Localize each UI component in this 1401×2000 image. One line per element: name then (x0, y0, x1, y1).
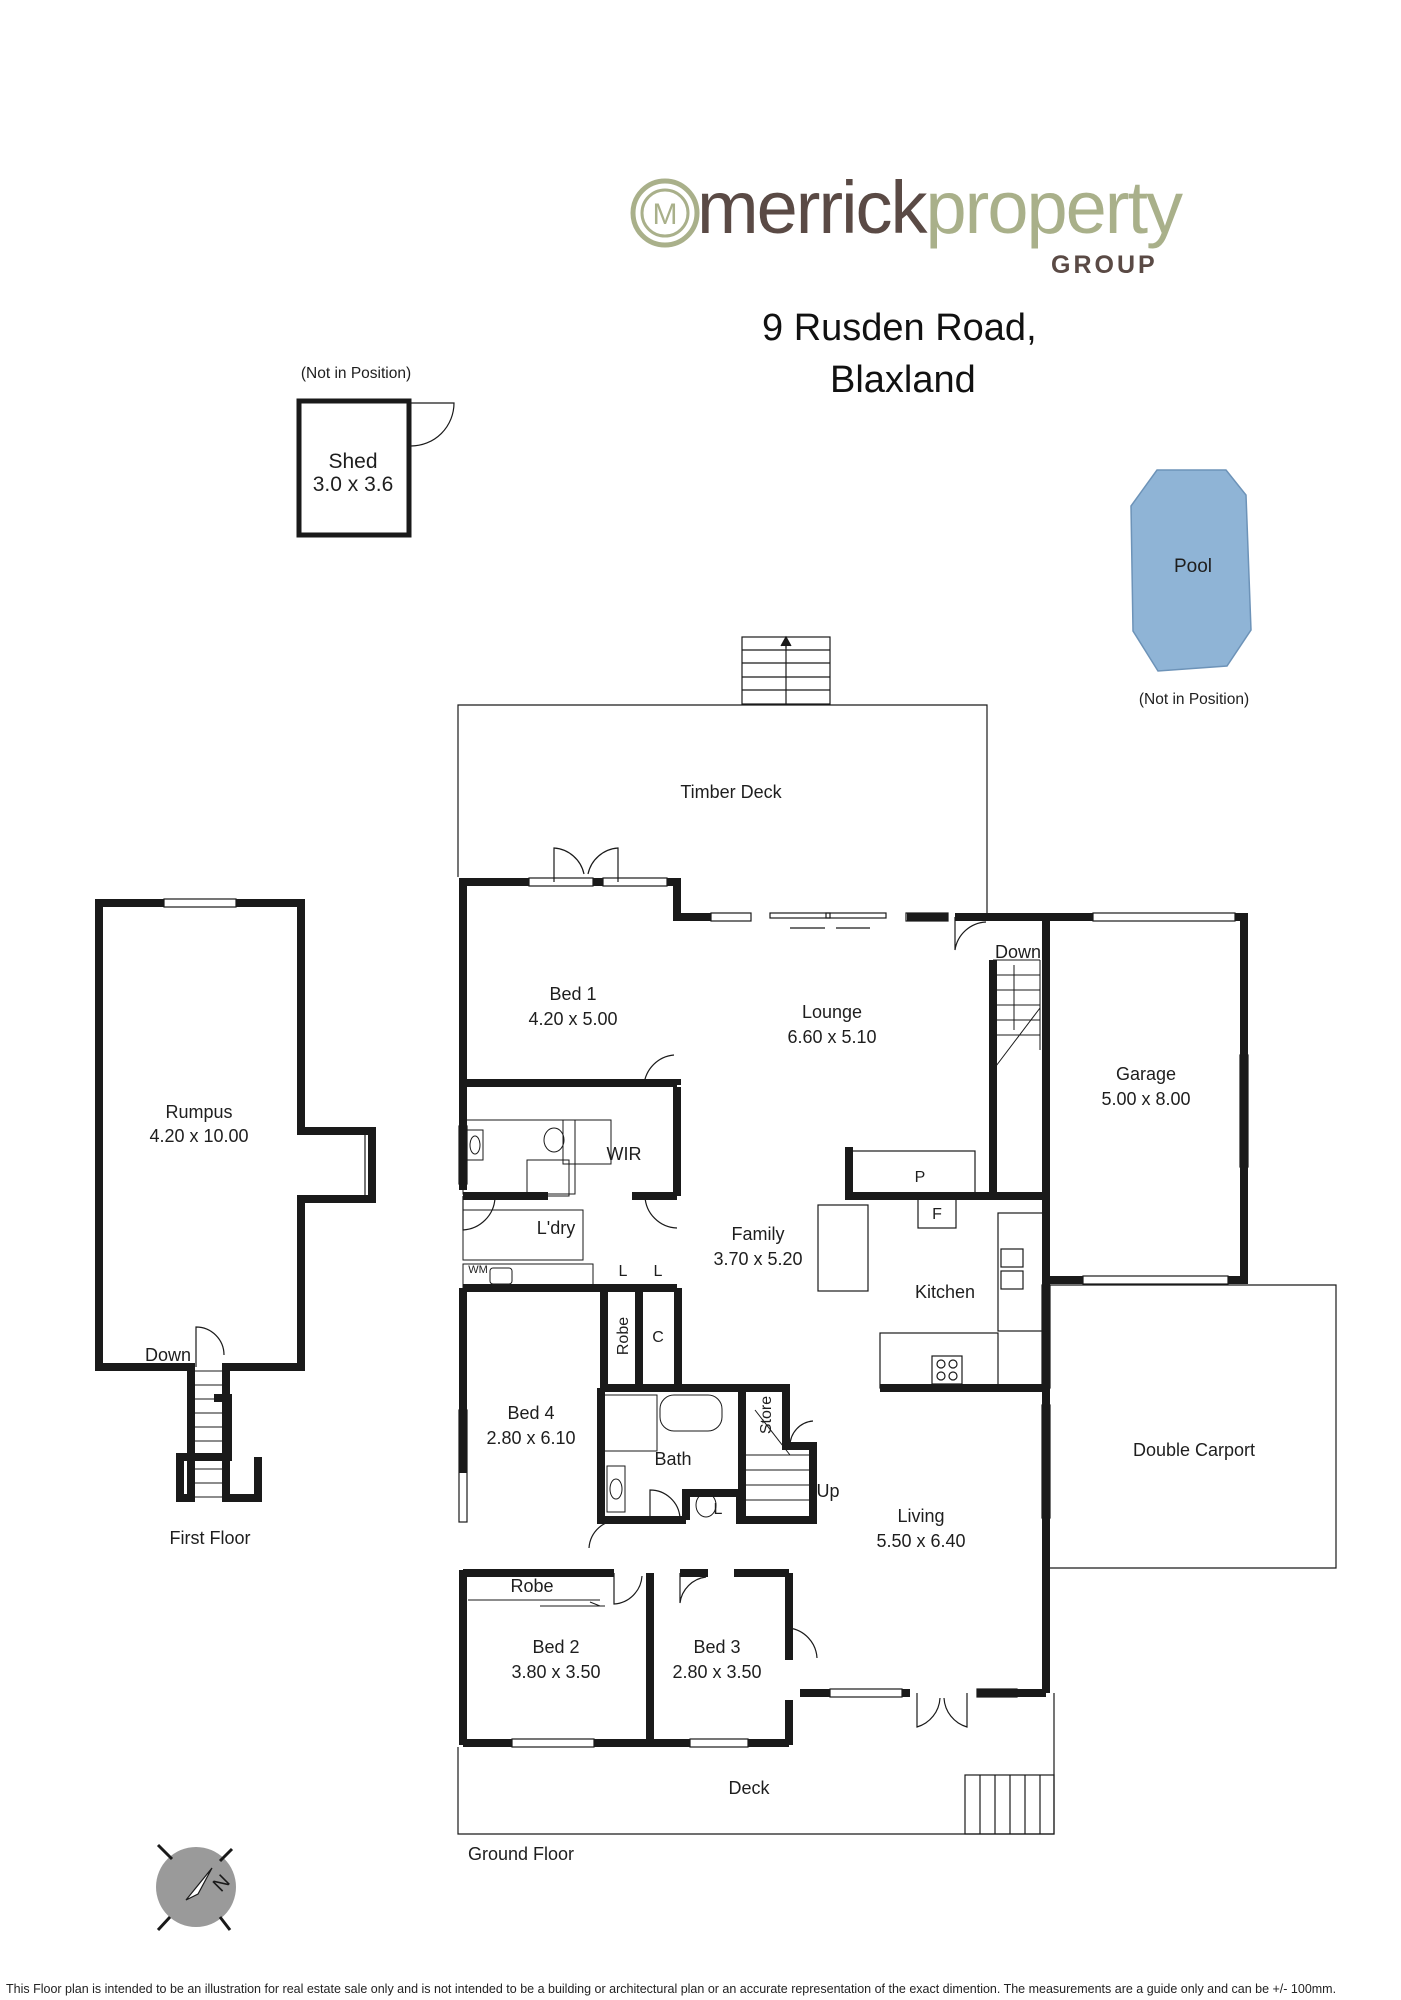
robe-bed2-label: Robe (510, 1576, 553, 1596)
brand-name-part2: property (925, 166, 1183, 249)
bed1-name: Bed 1 (549, 984, 596, 1004)
rumpus-name: Rumpus (165, 1102, 232, 1122)
brand-name-part1: merrick (697, 166, 928, 249)
wir-label: WIR (607, 1144, 642, 1164)
lounge-dims: 6.60 x 5.10 (787, 1027, 876, 1047)
double-carport (1049, 1284, 1337, 1569)
brand-name: merrickproperty (697, 171, 1183, 245)
timber-deck-label: Timber Deck (680, 782, 782, 802)
address-line2: Blaxland (830, 359, 976, 401)
pool (1130, 469, 1252, 672)
pool-note: (Not in Position) (1139, 691, 1249, 708)
kitchen-label: Kitchen (915, 1282, 975, 1302)
fridge-label: F (932, 1206, 942, 1223)
family-dims: 3.70 x 5.20 (713, 1249, 802, 1269)
bed2-name: Bed 2 (532, 1637, 579, 1657)
living-up-label: Up (816, 1481, 839, 1501)
disclaimer: This Floor plan is intended to be an ill… (6, 1982, 1337, 1996)
lounge-name: Lounge (802, 1002, 862, 1022)
bed3-name: Bed 3 (693, 1637, 740, 1657)
cupboard-label: C (652, 1329, 664, 1346)
ground-floor-label: Ground Floor (468, 1844, 574, 1864)
shed (296, 398, 455, 538)
double-carport-label: Double Carport (1133, 1440, 1255, 1460)
garage-down-label: Down (995, 942, 1041, 962)
merrick-logo-icon: M (630, 178, 700, 248)
shed-name: Shed (328, 450, 377, 473)
windows (458, 877, 1249, 1748)
family-name: Family (732, 1224, 785, 1244)
living-name: Living (897, 1506, 944, 1526)
linen2-label: L (654, 1263, 663, 1280)
linen3-label: L (714, 1501, 723, 1518)
bed2-dims: 3.80 x 3.50 (511, 1662, 600, 1682)
bed4-dims: 2.80 x 6.10 (486, 1428, 575, 1448)
bed4-name: Bed 4 (507, 1403, 554, 1423)
shed-note: (Not in Position) (301, 365, 411, 382)
bathroom-fixtures (462, 1119, 723, 1518)
kitchen-fixtures (817, 1150, 1047, 1389)
first-floor-walls (95, 898, 376, 1502)
linen1-label: L (619, 1263, 628, 1280)
first-floor-label: First Floor (170, 1528, 251, 1548)
shed-dims: 3.0 x 3.6 (313, 473, 394, 496)
wm-label: WM (468, 1264, 488, 1276)
doors (462, 847, 987, 1728)
deck-label: Deck (728, 1778, 770, 1798)
brand-group: GROUP (1051, 251, 1158, 279)
garage-dims: 5.00 x 8.00 (1101, 1089, 1190, 1109)
lounge-sliding-doors (769, 912, 887, 929)
robe-bed2 (468, 1599, 605, 1607)
rumpus-down-label: Down (145, 1345, 191, 1365)
living-dims: 5.50 x 6.40 (876, 1531, 965, 1551)
timber-deck (457, 635, 988, 915)
rumpus-dims: 4.20 x 10.00 (149, 1126, 248, 1146)
robe-bed4-label: Robe (615, 1317, 632, 1355)
pool-name: Pool (1174, 556, 1212, 577)
staircase-garage (992, 959, 1041, 1071)
laundry-label: L'dry (537, 1218, 575, 1238)
svg-text:M: M (653, 198, 678, 231)
address-line1: 9 Rusden Road, (762, 307, 1037, 349)
garage-name: Garage (1116, 1064, 1176, 1084)
pantry-label: P (915, 1169, 926, 1186)
store-label: Store (758, 1396, 775, 1434)
front-deck (457, 1693, 1055, 1835)
bath-label: Bath (654, 1449, 691, 1469)
compass-icon: N (156, 1843, 236, 1932)
bed3-dims: 2.80 x 3.50 (672, 1662, 761, 1682)
bed1-dims: 4.20 x 5.00 (528, 1009, 617, 1029)
staircase-living (741, 1409, 814, 1521)
